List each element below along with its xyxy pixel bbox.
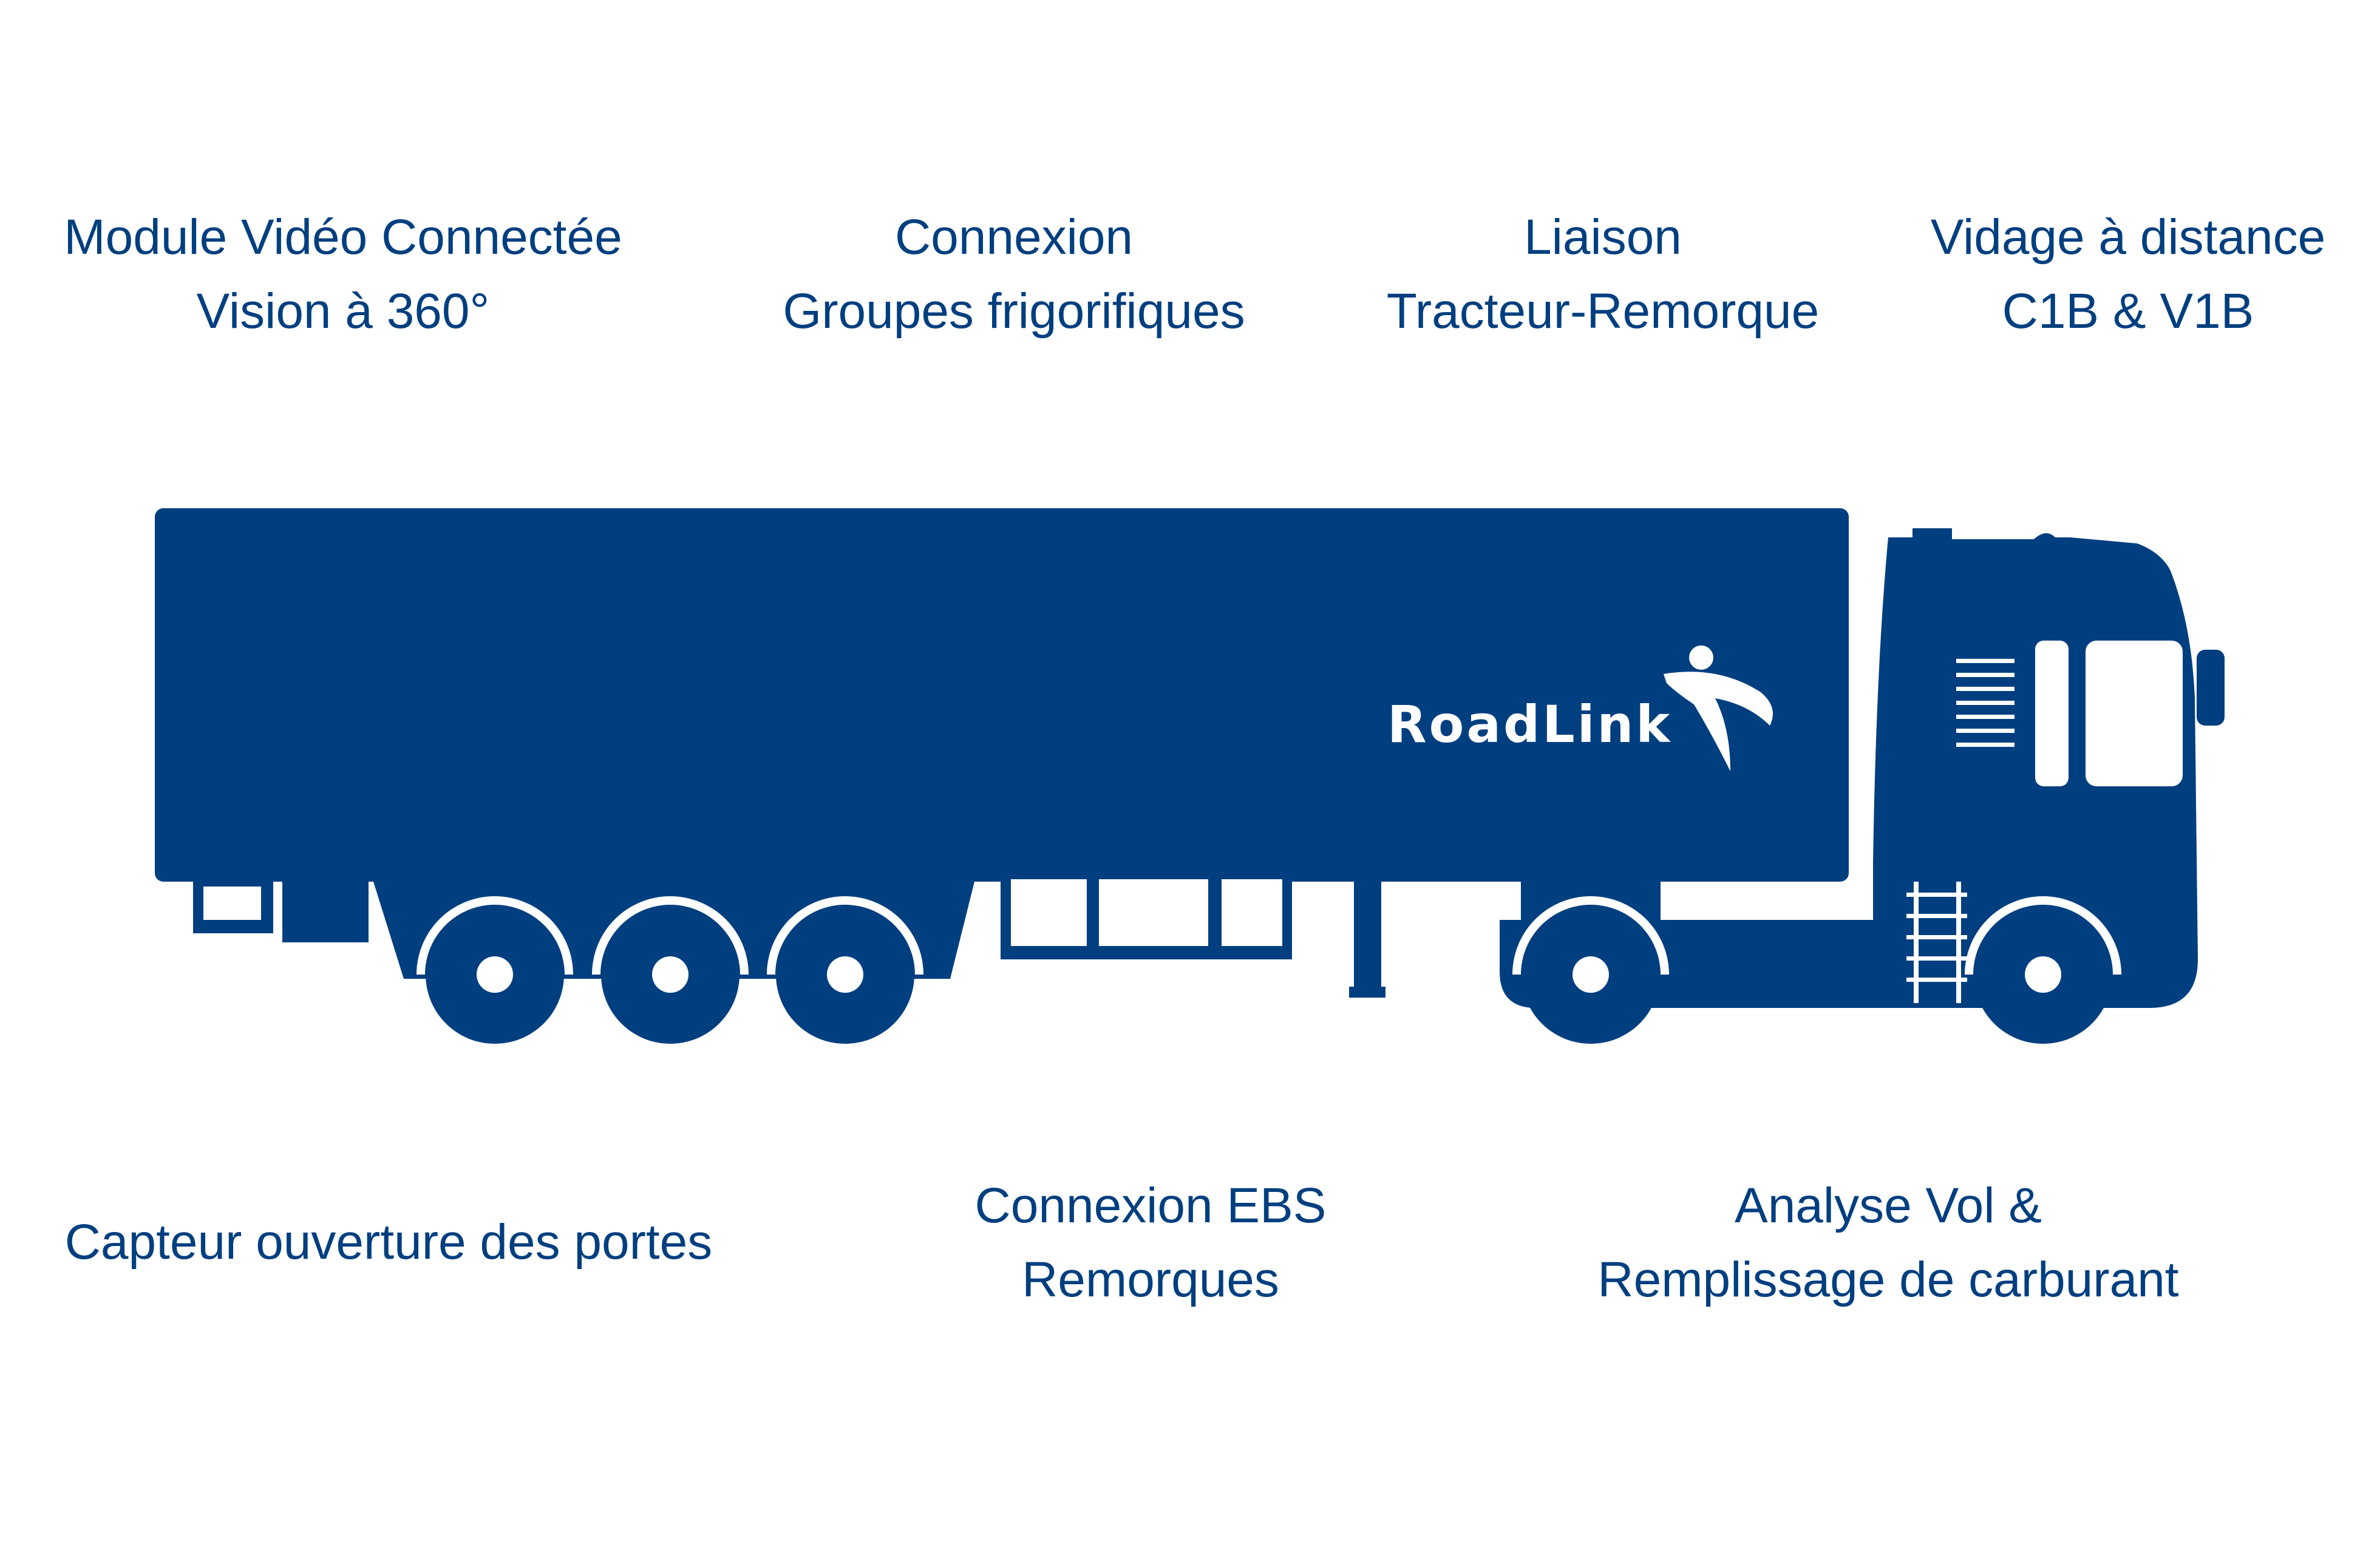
feature-remote-line1: Vidage à distance	[1930, 209, 2326, 265]
feature-remote-line2: C1B & V1B	[2002, 284, 2254, 339]
feature-ebs-line2: Remorques	[1022, 1252, 1279, 1307]
side-mirror	[2197, 650, 2225, 726]
feature-video-line2: Vision à 360°	[196, 284, 490, 339]
cab-window	[2086, 641, 2183, 786]
feature-video-label: Module Vidéo Connectée Vision à 360°	[36, 200, 650, 349]
cab-door-handle	[2035, 641, 2069, 786]
feature-doors-label: Capteur ouverture des portes	[36, 1205, 741, 1279]
feature-doors-line1: Capteur ouverture des portes	[64, 1214, 713, 1270]
feature-fuel-line1: Analyse Vol &	[1735, 1178, 2042, 1233]
trailer-body	[155, 508, 1849, 882]
feature-link-label: Liaison Tracteur-Remorque	[1360, 200, 1846, 349]
landing-gear	[1354, 874, 1381, 990]
rear-step-box	[282, 863, 369, 942]
feature-link-line1: Liaison	[1524, 209, 1682, 265]
feature-ebs-line1: Connexion EBS	[974, 1178, 1327, 1233]
feature-link-line2: Tracteur-Remorque	[1386, 284, 1820, 339]
feature-reefer-line2: Groupes frigorifiques	[783, 284, 1245, 339]
feature-reefer-line1: Connexion	[894, 209, 1134, 265]
feature-fuel-line2: Remplissage de carburant	[1597, 1252, 2179, 1307]
tractor-cab	[1500, 528, 2198, 1008]
feature-fuel-label: Analyse Vol & Remplissage de carburant	[1554, 1169, 2222, 1317]
feature-video-line1: Module Vidéo Connectée	[64, 209, 622, 265]
feature-ebs-label: Connexion EBS Remorques	[947, 1169, 1354, 1317]
feature-reefer-label: Connexion Groupes frigorifiques	[753, 200, 1275, 349]
brand-name: RoadLink	[1387, 695, 1672, 754]
feature-remote-label: Vidage à distance C1B & V1B	[1900, 200, 2356, 349]
roadlink-logo-icon	[1664, 645, 1773, 771]
